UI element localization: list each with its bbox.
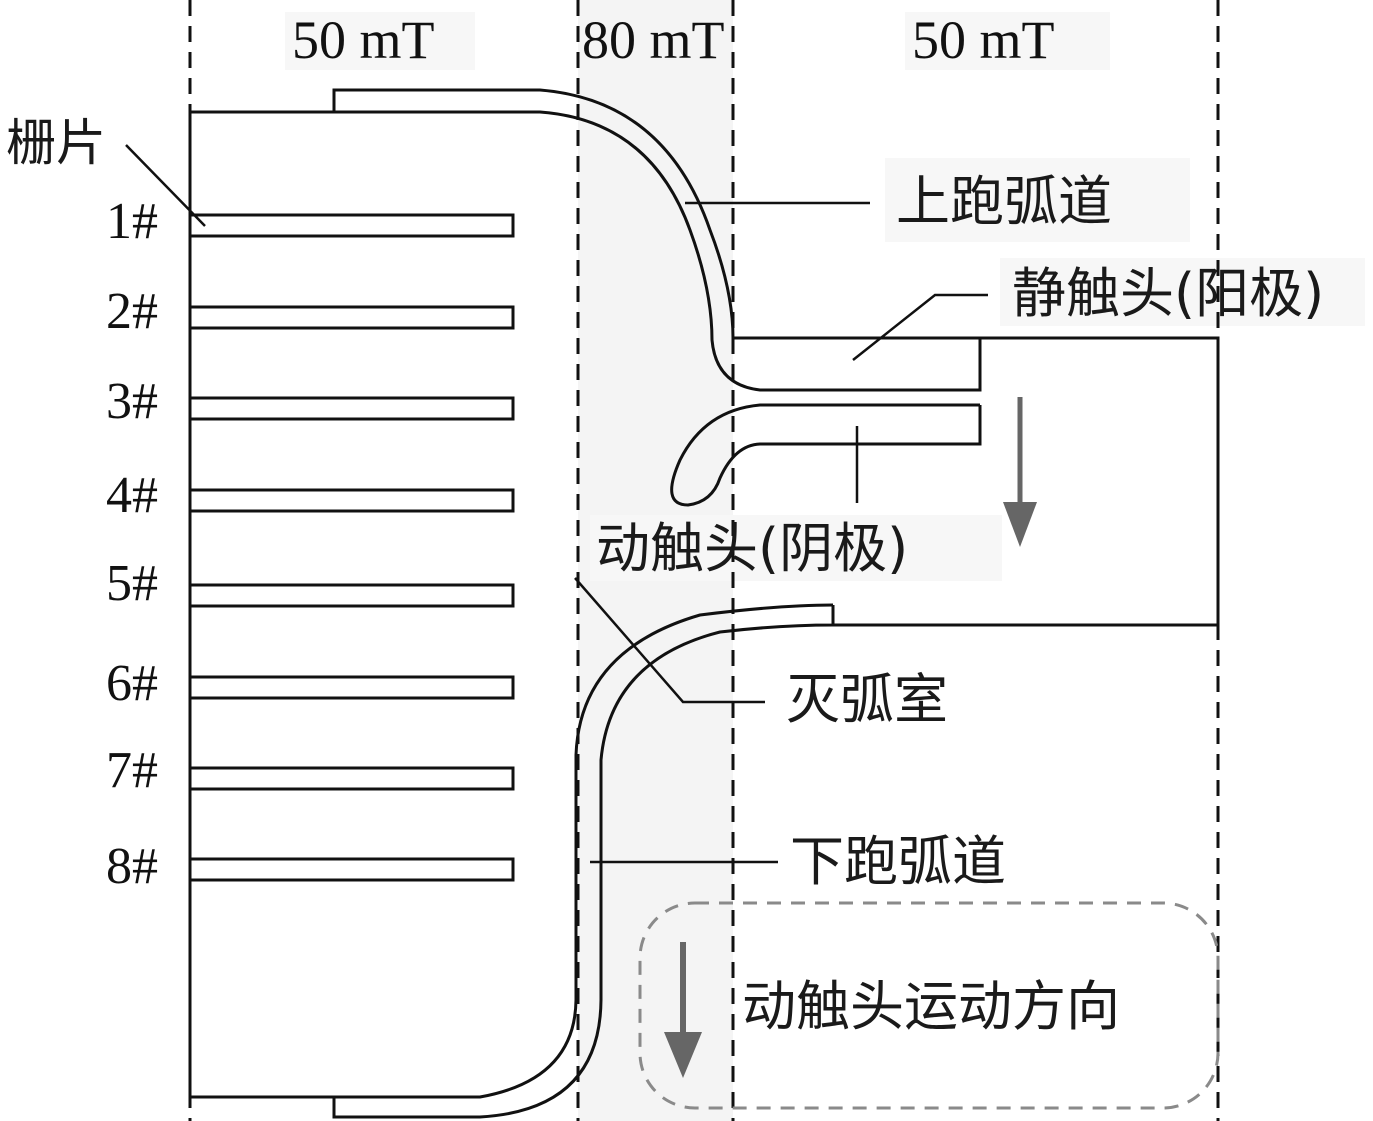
label-bg-static bbox=[1000, 258, 1365, 326]
legend-down-arrow-icon bbox=[664, 942, 702, 1078]
static-contact-leader bbox=[852, 293, 988, 361]
grid-plate-8 bbox=[188, 857, 515, 882]
grid-plate-label-2: 2# bbox=[106, 283, 158, 340]
chamber-bottom-wall bbox=[190, 603, 834, 1099]
lower-runner-label: 下跑弧道 bbox=[790, 830, 1006, 893]
field-label-center: 80 mT bbox=[582, 10, 725, 70]
grid-plate-leader bbox=[125, 144, 206, 227]
grid-plate-4 bbox=[188, 488, 515, 513]
grid-plate-7 bbox=[188, 766, 515, 791]
label-bg-left bbox=[285, 12, 475, 70]
grid-plate-label-8: 8# bbox=[106, 838, 158, 895]
grid-plate-3 bbox=[188, 396, 515, 421]
grid-plate-2 bbox=[188, 305, 515, 330]
chamber-outline bbox=[190, 110, 982, 392]
static-contact-label: 静触头(阳极) bbox=[1012, 262, 1324, 325]
grid-plate-callout-label: 栅片 bbox=[6, 114, 106, 172]
grid-plate-label-1: 1# bbox=[106, 193, 158, 250]
down-arrow-icon bbox=[1003, 397, 1037, 547]
grid-plate-label-5: 5# bbox=[106, 555, 158, 612]
grid-plate-label-4: 4# bbox=[106, 467, 158, 524]
grid-plates bbox=[188, 213, 515, 882]
label-bg-right bbox=[905, 12, 1110, 70]
grid-plate-6 bbox=[188, 675, 515, 700]
grid-plate-label-3: 3# bbox=[106, 373, 158, 430]
grid-plate-label-6: 6# bbox=[106, 655, 158, 712]
moving-contact bbox=[670, 403, 982, 507]
grid-plate-5 bbox=[188, 583, 515, 608]
grid-plate-label-7: 7# bbox=[106, 742, 158, 799]
arc-chamber-leader bbox=[574, 577, 765, 704]
lower-arc-runner bbox=[332, 605, 835, 1119]
static-contact-body bbox=[733, 336, 1220, 627]
legend-label: 动触头运动方向 bbox=[742, 975, 1120, 1038]
legend-box bbox=[638, 901, 1220, 1110]
label-bg-upper-runner bbox=[885, 158, 1190, 242]
upper-runner-label: 上跑弧道 bbox=[896, 170, 1112, 233]
upper-arc-runner bbox=[332, 88, 735, 339]
field-label-left: 50 mT bbox=[292, 10, 435, 70]
arc-chamber-label: 灭弧室 bbox=[786, 668, 948, 731]
grid-plate-1 bbox=[188, 213, 515, 238]
moving-contact-label: 动触头(阴极) bbox=[596, 517, 908, 580]
field-label-right: 50 mT bbox=[912, 10, 1055, 70]
label-bg-moving bbox=[590, 515, 1002, 581]
